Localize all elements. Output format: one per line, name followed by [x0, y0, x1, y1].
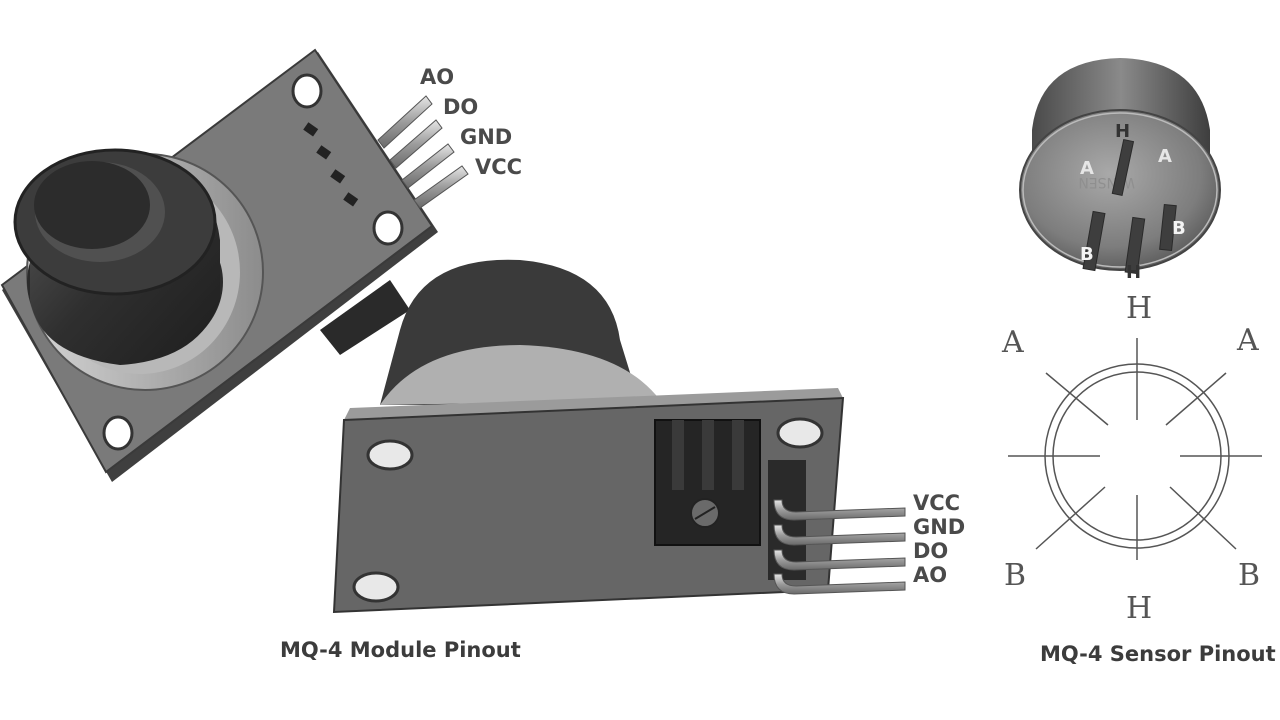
module-angled-pin-ao-label: AO: [420, 65, 455, 89]
sensor-photo-pin-a-left: A: [1080, 158, 1094, 179]
sensor-photo-pin-b-left: B: [1080, 244, 1094, 265]
sensor-symbol-pin-b-left: B: [1004, 558, 1027, 593]
sensor-symbol-pin-a-right: A: [1237, 323, 1259, 358]
module-side-pin-ao-label: AO: [913, 563, 948, 587]
module-side-header-pins: [773, 499, 906, 595]
module-angled-pin-do-label: DO: [443, 95, 479, 119]
sensor-photo: WINSEN: [1019, 58, 1221, 275]
sensor-symbol-pin-a-left: A: [1002, 325, 1024, 360]
module-side-view: [332, 259, 906, 614]
sensor-photo-pin-h-top: H: [1115, 121, 1131, 142]
module-angled-pin-vcc-label: VCC: [475, 155, 523, 179]
module-pinout-caption: MQ-4 Module Pinout: [280, 638, 521, 662]
sensor-photo-pin-a-right: A: [1158, 146, 1172, 167]
module-side-pin-do-label: DO: [913, 539, 949, 563]
sensor-symbol-pin-h-top: H: [1126, 291, 1153, 326]
module-angled-pin-gnd-label: GND: [460, 125, 513, 149]
sensor-photo-pin-b-right: B: [1172, 218, 1186, 239]
sensor-pinout-caption: MQ-4 Sensor Pinout: [1040, 642, 1276, 666]
sensor-symbol-pin-h-bottom: H: [1126, 591, 1153, 626]
module-side-pin-vcc-label: VCC: [913, 491, 961, 515]
sensor-symbol-pin-b-right: B: [1238, 558, 1261, 593]
sensor-symbol: [1008, 338, 1262, 560]
sensor-photo-pin-h-bottom: H: [1126, 262, 1142, 283]
module-angled-view: [0, 48, 469, 482]
module-side-pin-gnd-label: GND: [913, 515, 966, 539]
module-angled-header-pins: [377, 95, 469, 209]
